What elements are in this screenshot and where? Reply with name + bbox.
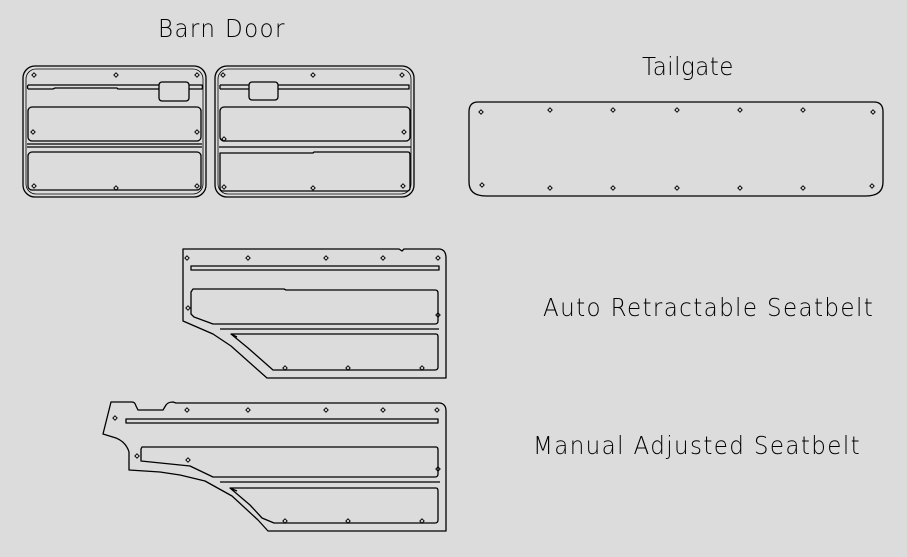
barn-door-label: Barn Door <box>158 14 286 43</box>
barn-door-left-panel <box>22 65 207 198</box>
rivets <box>478 107 876 191</box>
auto-retractable-door-panel <box>182 248 447 379</box>
manual-adjusted-door-panel <box>102 401 447 532</box>
rivets <box>30 72 200 191</box>
barn-door-right-panel <box>214 65 415 198</box>
manual-adjusted-seatbelt-label: Manual Adjusted Seatbelt <box>533 431 861 460</box>
auto-retractable-seatbelt-label: Auto Retractable Seatbelt <box>543 293 875 322</box>
tailgate-label: Tailgate <box>642 52 734 81</box>
rivets <box>112 407 441 524</box>
tailgate-panel <box>468 101 884 197</box>
rivets <box>184 255 441 371</box>
